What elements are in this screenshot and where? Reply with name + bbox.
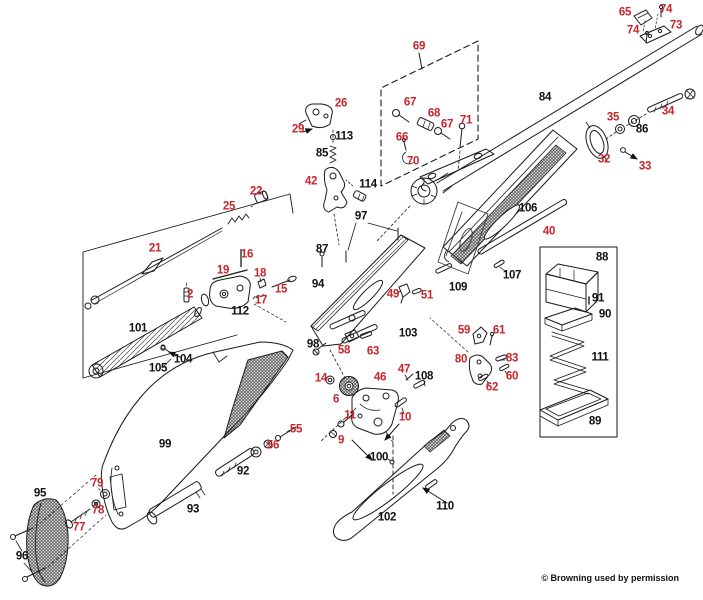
callout-19: 19 bbox=[216, 264, 230, 277]
callout-94: 94 bbox=[311, 278, 325, 291]
callout-111: 111 bbox=[591, 351, 609, 364]
callout-108: 108 bbox=[414, 370, 434, 383]
callout-42: 42 bbox=[304, 175, 318, 188]
callout-40: 40 bbox=[542, 225, 556, 238]
callout-74: 74 bbox=[659, 3, 673, 16]
callout-97: 97 bbox=[354, 210, 368, 223]
forearm-106-group bbox=[376, 129, 578, 274]
callout-83: 83 bbox=[505, 352, 519, 365]
callout-110: 110 bbox=[436, 500, 454, 513]
callout-59: 59 bbox=[457, 324, 471, 337]
callout-32: 32 bbox=[597, 153, 611, 166]
callout-85: 85 bbox=[315, 147, 329, 160]
callout-25: 25 bbox=[222, 200, 236, 213]
callout-14: 14 bbox=[314, 372, 328, 385]
copyright-text: © Browning used by permission bbox=[541, 573, 679, 583]
receiver-outline bbox=[437, 201, 489, 275]
callout-35: 35 bbox=[606, 111, 620, 124]
callout-112: 112 bbox=[231, 305, 249, 318]
callout-71: 71 bbox=[459, 114, 473, 127]
callout-10: 10 bbox=[398, 411, 412, 424]
callout-65: 65 bbox=[618, 6, 632, 19]
callout-15: 15 bbox=[274, 283, 288, 296]
callout-91: 91 bbox=[591, 292, 605, 305]
callout-58: 58 bbox=[337, 344, 351, 357]
callout-99: 99 bbox=[158, 438, 172, 451]
callout-107: 107 bbox=[502, 269, 522, 282]
callout-73: 73 bbox=[669, 19, 683, 32]
callout-77: 77 bbox=[72, 521, 86, 534]
barrel-drawing bbox=[410, 24, 703, 205]
callout-22: 22 bbox=[249, 185, 263, 198]
callout-61: 61 bbox=[492, 324, 506, 337]
magazine-box-group bbox=[539, 246, 618, 438]
callout-18: 18 bbox=[253, 267, 267, 280]
callout-2: 2 bbox=[186, 288, 194, 301]
callout-62: 62 bbox=[485, 381, 499, 394]
trigger-guard-group bbox=[332, 418, 470, 541]
callout-104: 104 bbox=[173, 353, 193, 366]
callout-33: 33 bbox=[638, 160, 652, 173]
callout-106: 106 bbox=[518, 202, 538, 215]
callout-66: 66 bbox=[395, 131, 409, 144]
callout-80: 80 bbox=[454, 353, 468, 366]
callout-47: 47 bbox=[397, 363, 411, 376]
sear-group bbox=[429, 317, 510, 386]
callout-87: 87 bbox=[315, 243, 329, 256]
callout-86: 86 bbox=[635, 123, 649, 136]
callout-67: 67 bbox=[403, 96, 417, 109]
callout-29: 29 bbox=[291, 123, 305, 136]
callout-6: 6 bbox=[332, 393, 340, 406]
barrel-ring-group bbox=[585, 88, 696, 162]
callout-56: 56 bbox=[266, 439, 280, 452]
callout-74: 74 bbox=[626, 24, 640, 37]
callout-95: 95 bbox=[33, 487, 47, 500]
callout-70: 70 bbox=[406, 155, 420, 168]
rear-sight-hammer-group bbox=[298, 103, 367, 246]
callout-88: 88 bbox=[595, 251, 609, 264]
callout-9: 9 bbox=[337, 434, 345, 447]
callout-89: 89 bbox=[588, 415, 602, 428]
callout-100: 100 bbox=[369, 451, 389, 464]
callout-105: 105 bbox=[148, 362, 168, 375]
sight-assembly-box bbox=[380, 40, 495, 192]
callout-96: 96 bbox=[15, 550, 29, 563]
front-sight-group bbox=[633, 4, 672, 44]
callout-79: 79 bbox=[90, 477, 104, 490]
callout-102: 102 bbox=[377, 511, 397, 524]
callout-51: 51 bbox=[420, 289, 434, 302]
callout-103: 103 bbox=[398, 327, 418, 340]
callout-17: 17 bbox=[254, 294, 268, 307]
trigger-plate-group bbox=[319, 373, 426, 461]
callout-78: 78 bbox=[91, 504, 105, 517]
callout-55: 55 bbox=[289, 423, 303, 436]
callout-21: 21 bbox=[148, 242, 162, 255]
recoil-pad-group bbox=[10, 474, 110, 587]
callout-98: 98 bbox=[306, 338, 320, 351]
callout-93: 93 bbox=[186, 503, 200, 516]
callout-92: 92 bbox=[236, 465, 250, 478]
carrier-group bbox=[183, 249, 297, 323]
callout-11: 11 bbox=[344, 409, 356, 422]
callout-109: 109 bbox=[448, 281, 468, 294]
callout-67: 67 bbox=[440, 118, 454, 131]
buttstock-group bbox=[100, 341, 297, 530]
magazine-tube-panel-group bbox=[82, 190, 294, 379]
callout-16: 16 bbox=[240, 248, 254, 261]
callout-69: 69 bbox=[412, 40, 426, 53]
callout-34: 34 bbox=[661, 105, 675, 118]
callout-46: 46 bbox=[373, 371, 387, 384]
breech-bolt-group bbox=[310, 222, 426, 379]
callout-68: 68 bbox=[427, 107, 441, 120]
callout-101: 101 bbox=[128, 322, 148, 335]
callout-60: 60 bbox=[505, 370, 519, 383]
callout-26: 26 bbox=[334, 97, 348, 110]
callout-49: 49 bbox=[386, 288, 400, 301]
callout-90: 90 bbox=[598, 308, 612, 321]
callout-63: 63 bbox=[366, 345, 380, 358]
callout-84: 84 bbox=[538, 91, 552, 104]
callout-114: 114 bbox=[359, 178, 377, 191]
callout-113: 113 bbox=[335, 130, 353, 143]
